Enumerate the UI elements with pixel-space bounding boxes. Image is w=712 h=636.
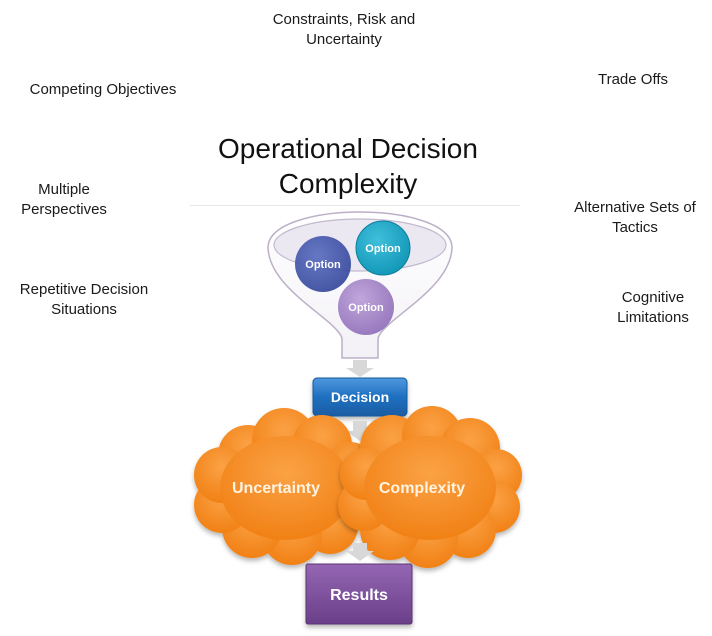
factor-repetitive-decision-situations: Repetitive Decision Situations <box>4 280 164 320</box>
option-label-3: Option <box>348 302 384 314</box>
option-ball-purple: Option <box>338 279 394 335</box>
factor-cognitive-limitations: Cognitive Limitations <box>594 288 712 328</box>
cloud-complexity <box>338 406 522 568</box>
factor-cognitive-line2: Limitations <box>617 309 689 326</box>
factor-multiple-perspectives: Multiple Perspectives <box>4 180 124 220</box>
cloud-uncertainty-label: Uncertainty <box>232 480 320 497</box>
factor-cognitive-line1: Cognitive <box>621 289 685 306</box>
factor-perspectives-line1: Multiple <box>38 181 90 198</box>
option-ball-dark-blue: Option <box>295 236 351 292</box>
factor-perspectives-line2: Perspectives <box>21 201 107 218</box>
factor-repetitive-line2: Situations <box>51 301 117 318</box>
page-title: Operational Decision Complexity <box>168 131 528 201</box>
title-divider <box>190 205 520 206</box>
arrow-to-results <box>346 543 374 561</box>
factor-competing-objectives: Competing Objectives <box>8 80 198 100</box>
factor-competing-line1: Competing Objectives <box>29 81 177 98</box>
factor-constraints-line2: Uncertainty <box>306 31 382 48</box>
factor-trade-offs: Trade Offs <box>578 70 688 90</box>
factor-alternatives-line1: Alternative Sets of <box>574 199 696 216</box>
option-label-1: Option <box>305 259 341 271</box>
decision-box <box>312 377 408 417</box>
factor-constraints-risk-uncertainty: Constraints, Risk and Uncertainty <box>244 10 444 50</box>
page-title-line2: Complexity <box>278 168 418 199</box>
results-box <box>305 563 413 625</box>
factor-repetitive-line1: Repetitive Decision <box>19 281 149 298</box>
option-label-2: Option <box>365 243 401 255</box>
results-label: Results <box>330 587 388 604</box>
cloud-complexity-label: Complexity <box>379 480 465 497</box>
factor-alternatives-line2: Tactics <box>612 219 658 236</box>
factor-alternative-sets-of-tactics: Alternative Sets of Tactics <box>560 198 710 238</box>
decision-label: Decision <box>331 389 389 405</box>
option-ball-teal: Option <box>355 220 411 276</box>
arrow-to-decision <box>346 360 374 377</box>
factor-trade-offs-line1: Trade Offs <box>597 71 669 88</box>
factor-constraints-line1: Constraints, Risk and <box>272 11 416 28</box>
page-title-line1: Operational Decision <box>218 133 478 164</box>
